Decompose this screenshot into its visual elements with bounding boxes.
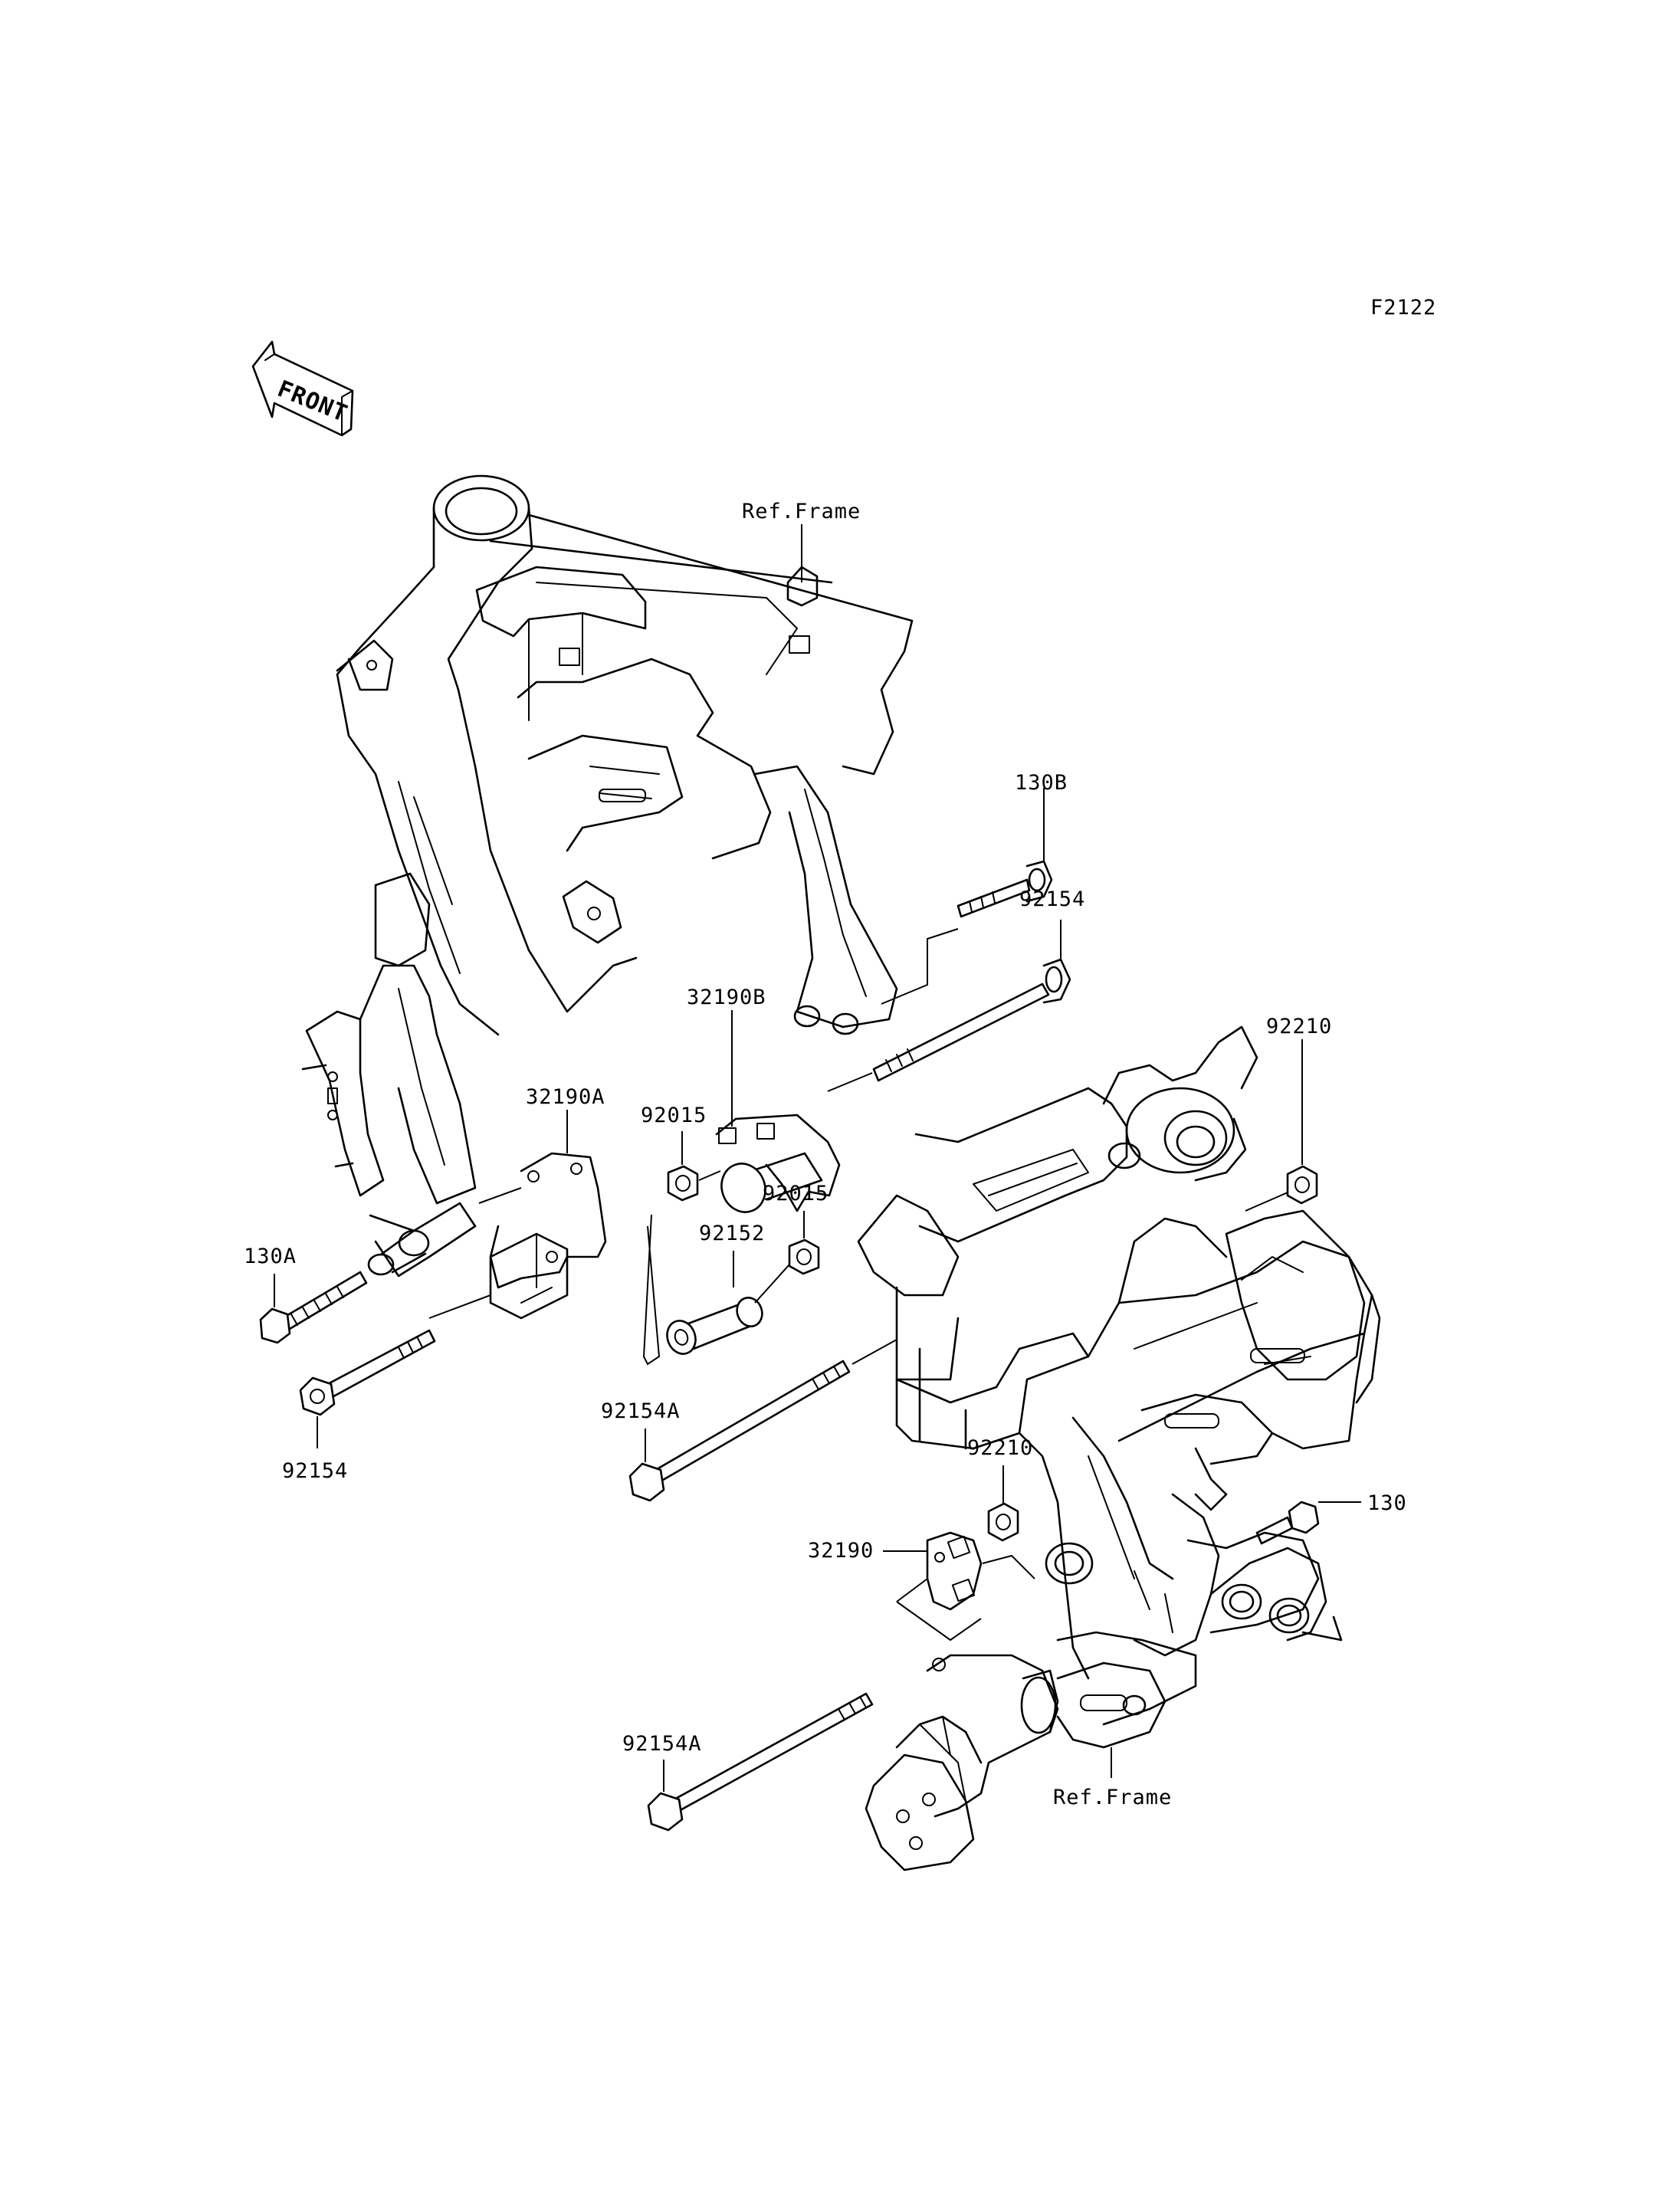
callout-92210-right: 92210 xyxy=(1266,1015,1332,1038)
leader-wedge-left xyxy=(642,1214,661,1366)
bolt-92154-top xyxy=(827,920,1071,1092)
callout-92015-left: 92015 xyxy=(641,1104,707,1127)
callout-130a: 130A xyxy=(244,1245,297,1268)
callout-130: 130 xyxy=(1367,1491,1407,1515)
bracket-32190a xyxy=(428,1120,607,1320)
nut-92210-right xyxy=(1245,1127,1318,1212)
collar-92152 xyxy=(666,1251,790,1355)
upper-frame-drawing xyxy=(301,474,914,1278)
front-arrow-icon: FRONT xyxy=(251,340,354,437)
callout-labels: Ref.Frame 130B 92154 32190B 92210 32190A… xyxy=(244,500,1407,1809)
bracket-32190 xyxy=(883,1531,1035,1642)
callout-92154a-bottom: 92154A xyxy=(622,1732,702,1756)
callout-32190b: 32190B xyxy=(687,986,766,1009)
callout-ref-frame-top: Ref.Frame xyxy=(742,500,861,523)
bolt-92154-left xyxy=(299,1329,436,1448)
bracket-32190b xyxy=(715,1097,841,1213)
callout-130b: 130B xyxy=(1015,771,1068,795)
bolt-130b xyxy=(881,788,1053,1005)
callout-32190: 32190 xyxy=(808,1539,874,1563)
bolt-92154a-bottom xyxy=(647,1692,874,1832)
callout-92015-right: 92015 xyxy=(763,1182,829,1205)
nut-92015-left xyxy=(667,1131,721,1202)
callout-92154-left: 92154 xyxy=(282,1459,348,1483)
nut-92015-right xyxy=(788,1211,820,1275)
callout-92210-mid: 92210 xyxy=(967,1436,1033,1460)
front-label: FRONT xyxy=(274,376,351,428)
callout-ref-frame-bottom: Ref.Frame xyxy=(1053,1786,1172,1809)
nut-92210-mid xyxy=(987,1465,1019,1542)
callout-92154-top: 92154 xyxy=(1019,887,1085,911)
callout-32190a: 32190A xyxy=(526,1085,605,1109)
figure-code: F2122 xyxy=(1370,296,1436,320)
callout-92152: 92152 xyxy=(699,1222,765,1245)
bolt-130 xyxy=(1255,1501,1361,1545)
bolt-92154a-mid xyxy=(628,1339,897,1502)
lower-frame-drawing xyxy=(857,1025,1381,1871)
bolt-130a xyxy=(259,1271,368,1344)
callout-92154a-mid: 92154A xyxy=(601,1399,681,1423)
